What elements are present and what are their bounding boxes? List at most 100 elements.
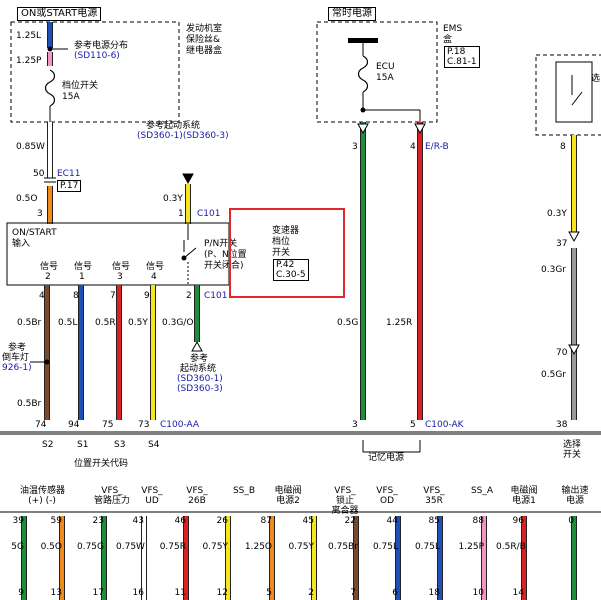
fuse-box-title-2: 保险丝& [186,35,221,45]
bottom-top-1: 59 [50,516,62,526]
bottom-label-11-0: 输出速 [561,486,589,496]
wire-0-3y: 0.3Y [163,194,183,204]
start-ref-arrow [182,173,194,185]
bottom-label-1-0: VFS_ [101,486,123,496]
tcu-label-1: 变速器 [272,226,300,236]
wire-0-3g-o: 0.3G/O [162,318,194,328]
reverse-ref-code: 926-1) [2,363,32,373]
bottom-label-6-0: VFS_ [334,486,356,496]
mem-pin-3-bottom: 3 [352,420,358,430]
pin-3-top: 3 [37,209,43,219]
bottom-top-3: 43 [132,516,144,526]
header-constant-power: 常时电源 [328,7,376,21]
bottom-label-0-1: (+) (-) [28,496,56,506]
bottom-top-9: 44 [386,516,398,526]
wire-0-5br-low: 0.5Br [17,399,42,409]
pin-73: 73 [138,420,150,430]
bottom-bot-6: 5 [266,588,272,598]
bottom-wire-11: 1.25P [458,542,484,552]
wire-0-5l: 0.5L [58,318,78,328]
bottom-wire-4: 0.75R [159,542,186,552]
signal-label-d: 信号 [146,262,165,272]
highlight-box [229,208,345,298]
bottom-label-6-2: 离合器 [331,506,359,516]
connector-c101-bottom: C101 [204,291,228,301]
pin-94: 94 [68,420,80,430]
bottom-top-4: 46 [174,516,186,526]
bottom-label-2-0: VFS_ [141,486,163,496]
bottom-top-0: 39 [12,516,24,526]
bottom-label-2-1: UD [145,496,159,506]
wire-0-5o: 0.5O [16,194,38,204]
signal-num-c: 3 [117,272,123,282]
tcu-label-2: 档位 [272,237,291,247]
fuse-box-outline [10,21,180,123]
bottom-label-5-1: 电源2 [276,496,300,506]
wire-0-85w: 0.85W [16,142,45,152]
mem-pin-4-top: 4 [410,142,416,152]
bottom-wire-5: 0.75Y [202,542,228,552]
tcu-ref-2: C.30-5 [276,270,306,280]
bottom-wire-3: 0.75W [116,542,145,552]
wire-0-5y: 0.5Y [128,318,148,328]
signal-label-b: 信号 [74,262,93,272]
header-on-start: ON或START电源 [17,7,102,21]
ems-title-1: EMS [443,24,463,34]
mem-pin-5-bottom: 5 [410,420,416,430]
start-bottom-2: 起动系统 [180,364,217,374]
pin-74: 74 [35,420,47,430]
wire-0-5r: 0.5R [95,318,116,328]
pin-9: 9 [144,291,150,301]
bottom-bot-10: 18 [428,588,440,598]
pos-code-s1: S1 [77,440,89,450]
bottom-wire-2: 0.75G [76,542,104,552]
wire-1-25r: 1.25R [386,318,413,328]
pn-switch-3: 开关闭合) [204,261,244,271]
bottom-bot-9: 6 [392,588,398,598]
bottom-label-6-1: 锁止 [335,496,354,506]
bottom-wire-1: 0.5O [40,542,62,552]
reverse-ref-1: 参考 [8,343,27,353]
signal-num-a: 2 [45,272,51,282]
bottom-label-8-0: VFS_ [423,486,445,496]
bottom-wire-12: 0.5R/B [496,542,526,552]
bottom-label-5-0: 电磁阀 [274,486,302,496]
wire-0-3y-right: 0.3Y [547,209,567,219]
signal-num-b: 1 [79,272,85,282]
right-pin-37: 37 [556,239,568,249]
pos-code-s4: S4 [148,440,160,450]
connector-c100-ak: C100-AK [425,420,464,430]
selector-top-label: 选 [591,74,601,84]
bottom-label-4-0: SS_B [232,486,256,496]
bottom-bot-8: 7 [350,588,356,598]
mem-pin-3-top: 3 [352,142,358,152]
pn-switch-2: (P、N位置 [204,250,247,260]
wire-1-25l: 1.25L [16,31,42,41]
selector-inner [555,61,593,123]
bottom-wire-8: 0.75Br [328,542,358,552]
start-bottom-1: 参考 [190,354,209,364]
bottom-wire-0: 5G [11,542,24,552]
bottom-label-7-0: VFS_ [376,486,398,496]
fuse-box-title-1: 发动机室 [186,24,223,34]
start-bottom-arrow [191,340,203,352]
pin-8: 8 [73,291,79,301]
power-dist-code: (SD110-6) [74,51,120,61]
bottom-label-3-1: 26B [188,496,206,506]
p17: P.17 [60,181,79,191]
bottom-bot-2: 17 [92,588,104,598]
selector-label-1: 选择 [563,440,582,450]
pin-50: 50 [33,169,45,179]
selector-label-2: 开关 [563,450,582,460]
signal-num-d: 4 [151,272,157,282]
bottom-bot-12: 14 [512,588,524,598]
start-ref-label: 参考起动系统 [146,121,201,131]
bottom-label-9-0: SS_A [470,486,494,496]
bottom-top-10: 85 [428,516,440,526]
right-pin-8: 8 [560,142,566,152]
selector-arrow-37 [568,231,580,243]
pin-2: 2 [186,291,192,301]
